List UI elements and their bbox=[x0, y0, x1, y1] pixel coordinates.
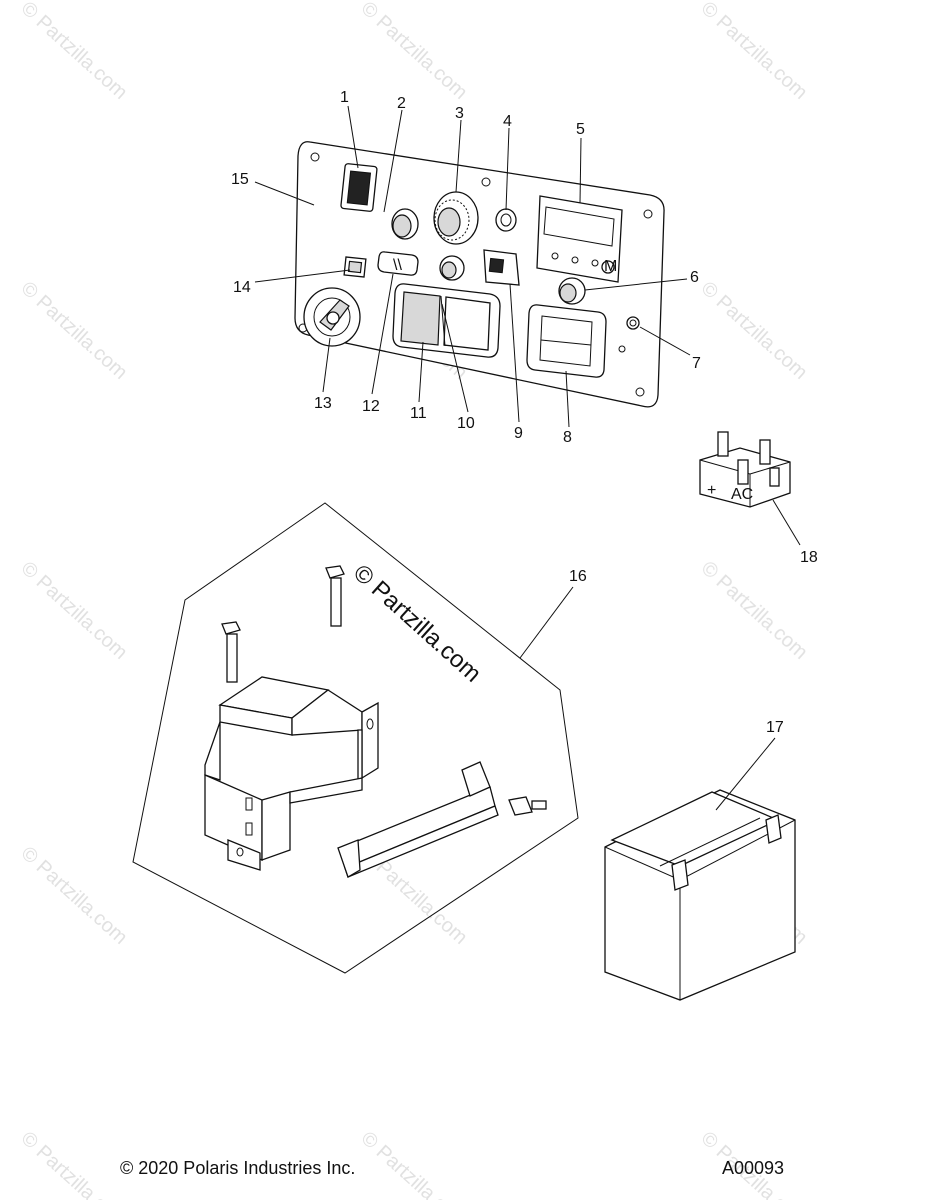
ground-stud bbox=[626, 316, 640, 330]
rectifier-ac-label: AC bbox=[731, 486, 753, 503]
callout-7: 7 bbox=[692, 355, 701, 372]
callout-15: 15 bbox=[231, 171, 249, 188]
watermark-text: © Partzilla.com bbox=[17, 842, 132, 949]
dash-panel: M bbox=[294, 141, 665, 408]
main-bracket bbox=[204, 676, 379, 871]
callout-8: 8 bbox=[563, 429, 572, 446]
callout-14: 14 bbox=[233, 279, 251, 296]
callout-16: 16 bbox=[569, 568, 587, 585]
watermark-text: © Partzilla.com bbox=[697, 0, 812, 104]
watermark-text: © Partzilla.com bbox=[17, 0, 132, 104]
double-switch bbox=[392, 283, 501, 358]
callout-17: 17 bbox=[766, 719, 784, 736]
callout-10: 10 bbox=[457, 415, 475, 432]
callout-numbers: 1 2 3 4 5 6 7 8 9 10 11 12 13 14 15 16 1… bbox=[231, 89, 818, 736]
right-knob bbox=[558, 277, 586, 305]
bolt bbox=[508, 796, 547, 816]
large-switch-right bbox=[526, 304, 607, 378]
callout-6: 6 bbox=[690, 269, 699, 286]
callout-3: 3 bbox=[455, 105, 464, 122]
callout-9: 9 bbox=[514, 425, 523, 442]
rectifier-plus-label: + bbox=[707, 482, 716, 499]
bolt bbox=[221, 621, 241, 683]
usb-port bbox=[483, 249, 520, 286]
key-switch bbox=[303, 287, 361, 347]
callout-12: 12 bbox=[362, 398, 380, 415]
watermark-text: © Partzilla.com bbox=[697, 557, 812, 664]
callout-11: 11 bbox=[410, 405, 427, 422]
leader-lines bbox=[254, 105, 801, 811]
callout-13: 13 bbox=[314, 395, 332, 412]
small-indicator bbox=[343, 256, 367, 278]
main-watermark: © Partzilla.com bbox=[348, 559, 486, 687]
bolt bbox=[325, 565, 345, 627]
bracket-kit bbox=[132, 502, 579, 974]
watermark-text: © Partzilla.com bbox=[17, 277, 132, 384]
watermark-text: © Partzilla.com bbox=[17, 1127, 132, 1200]
hour-meter: M bbox=[536, 195, 623, 283]
watermark-text: © Partzilla.com bbox=[697, 277, 812, 384]
watermark-text: © Partzilla.com bbox=[357, 0, 472, 104]
footer-diagram-code: A00093 bbox=[722, 1158, 785, 1178]
callout-18: 18 bbox=[800, 549, 818, 566]
footer-copyright: © 2020 Polaris Industries Inc. bbox=[120, 1158, 356, 1178]
rectifier: + AC bbox=[699, 431, 791, 508]
watermark-text: © Partzilla.com bbox=[357, 1127, 472, 1200]
lamp-indicator-small: \\ bbox=[377, 251, 419, 276]
center-knob bbox=[439, 255, 465, 281]
callout-1: 1 bbox=[340, 89, 349, 106]
lower-bracket bbox=[337, 761, 499, 878]
callout-2: 2 bbox=[397, 95, 406, 112]
meter-button-label: M bbox=[604, 258, 617, 275]
battery bbox=[604, 789, 796, 1001]
small-knob bbox=[391, 208, 419, 240]
callout-5: 5 bbox=[576, 121, 585, 138]
watermark-text: © Partzilla.com bbox=[17, 557, 132, 664]
rocker-switch bbox=[340, 163, 378, 212]
large-dial bbox=[433, 191, 479, 245]
indicator-lamp bbox=[495, 208, 517, 232]
svg-text:\\: \\ bbox=[393, 257, 402, 274]
callout-4: 4 bbox=[503, 113, 512, 130]
